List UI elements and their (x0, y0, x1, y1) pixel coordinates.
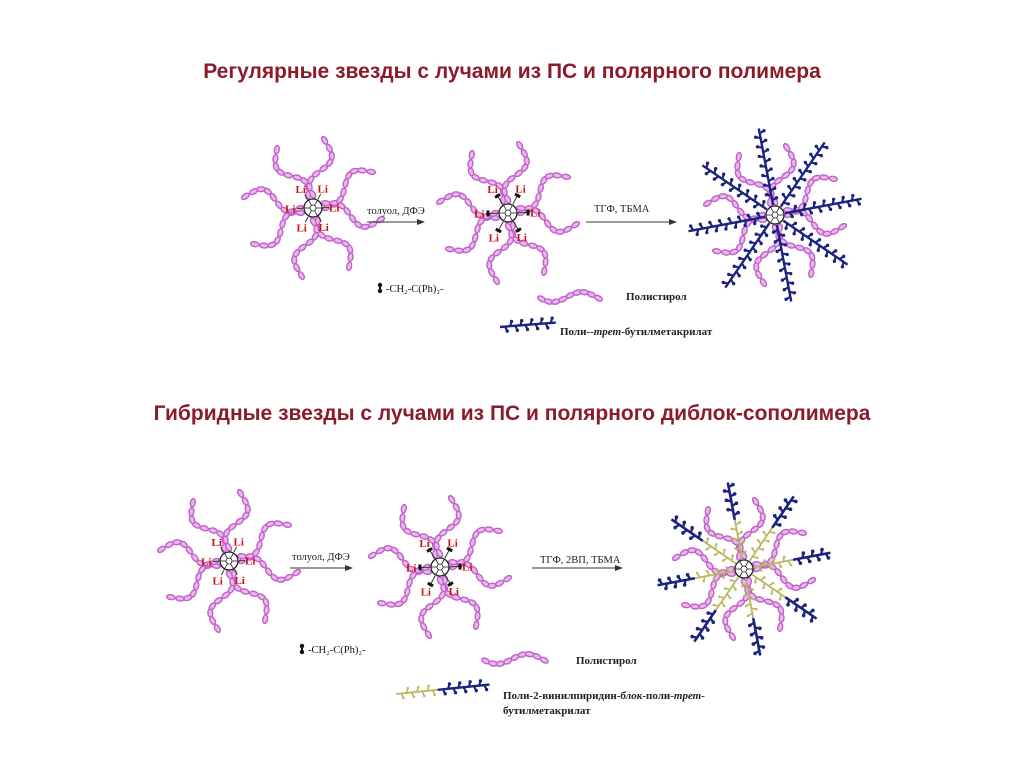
svg-text:Li: Li (462, 561, 472, 573)
bottom-star-final (657, 482, 831, 656)
top-legend-polar-chain (499, 316, 556, 333)
top-formula: -CH₂-C(Ph)₂- (386, 284, 444, 295)
svg-text:Li: Li (318, 184, 328, 196)
svg-text:Li: Li (419, 538, 429, 550)
bottom-legend-block-label-2: бутилметакрилат (503, 705, 591, 717)
svg-text:Li: Li (421, 587, 431, 599)
svg-text:Li: Li (245, 555, 255, 567)
bottom-legend-block-label: Поли-2-винилпиридин-блок-поли-трет- (503, 690, 705, 702)
svg-text:Li: Li (296, 184, 306, 196)
top-dpe-symbol (377, 282, 383, 294)
svg-text:Li: Li (234, 537, 244, 549)
svg-text:Li: Li (329, 202, 339, 214)
top-legend-ps-chain (536, 289, 603, 305)
svg-text:Li: Li (212, 575, 222, 587)
svg-text:Li: Li (489, 233, 499, 245)
top-star-final (688, 128, 862, 302)
svg-text:Li: Li (515, 183, 525, 195)
svg-text:Li: Li (318, 222, 328, 234)
svg-text:Li: Li (530, 207, 540, 219)
svg-text:Li: Li (201, 557, 211, 569)
svg-text:Li: Li (449, 586, 459, 598)
bottom-legend-ps-chain (481, 651, 549, 667)
svg-text:Li: Li (296, 222, 306, 234)
svg-text:Li: Li (406, 563, 416, 575)
top-legend-polar-label: Поли--трет-бутилметакрилат (560, 326, 713, 338)
bottom-step2-label: ТГФ, 2ВП, ТБМА (540, 555, 621, 566)
title-regular-stars: Регулярные звезды с лучами из ПС и поляр… (203, 60, 821, 83)
bottom-dpe-symbol (299, 643, 305, 655)
svg-text:Li: Li (447, 537, 457, 549)
top-step2-label: ТГФ, ТБМА (594, 204, 650, 215)
svg-text:Li: Li (285, 204, 295, 216)
bottom-formula: -CH₂-C(Ph)₂- (308, 645, 366, 656)
top-step1-label: толуол, ДФЭ (367, 206, 425, 217)
svg-text:Li: Li (517, 232, 527, 244)
svg-text:Li: Li (487, 184, 497, 196)
top-legend-ps-label: Полистирол (626, 291, 687, 303)
svg-text:Li: Li (212, 537, 222, 549)
svg-text:Li: Li (234, 575, 244, 587)
svg-text:Li: Li (474, 209, 484, 221)
bottom-legend-block-chain (395, 679, 490, 700)
bottom-step1-label: толуол, ДФЭ (292, 552, 350, 563)
bottom-legend-ps-label: Полистирол (576, 655, 637, 667)
title-hybrid-stars: Гибридные звезды с лучами из ПС и полярн… (153, 402, 871, 425)
